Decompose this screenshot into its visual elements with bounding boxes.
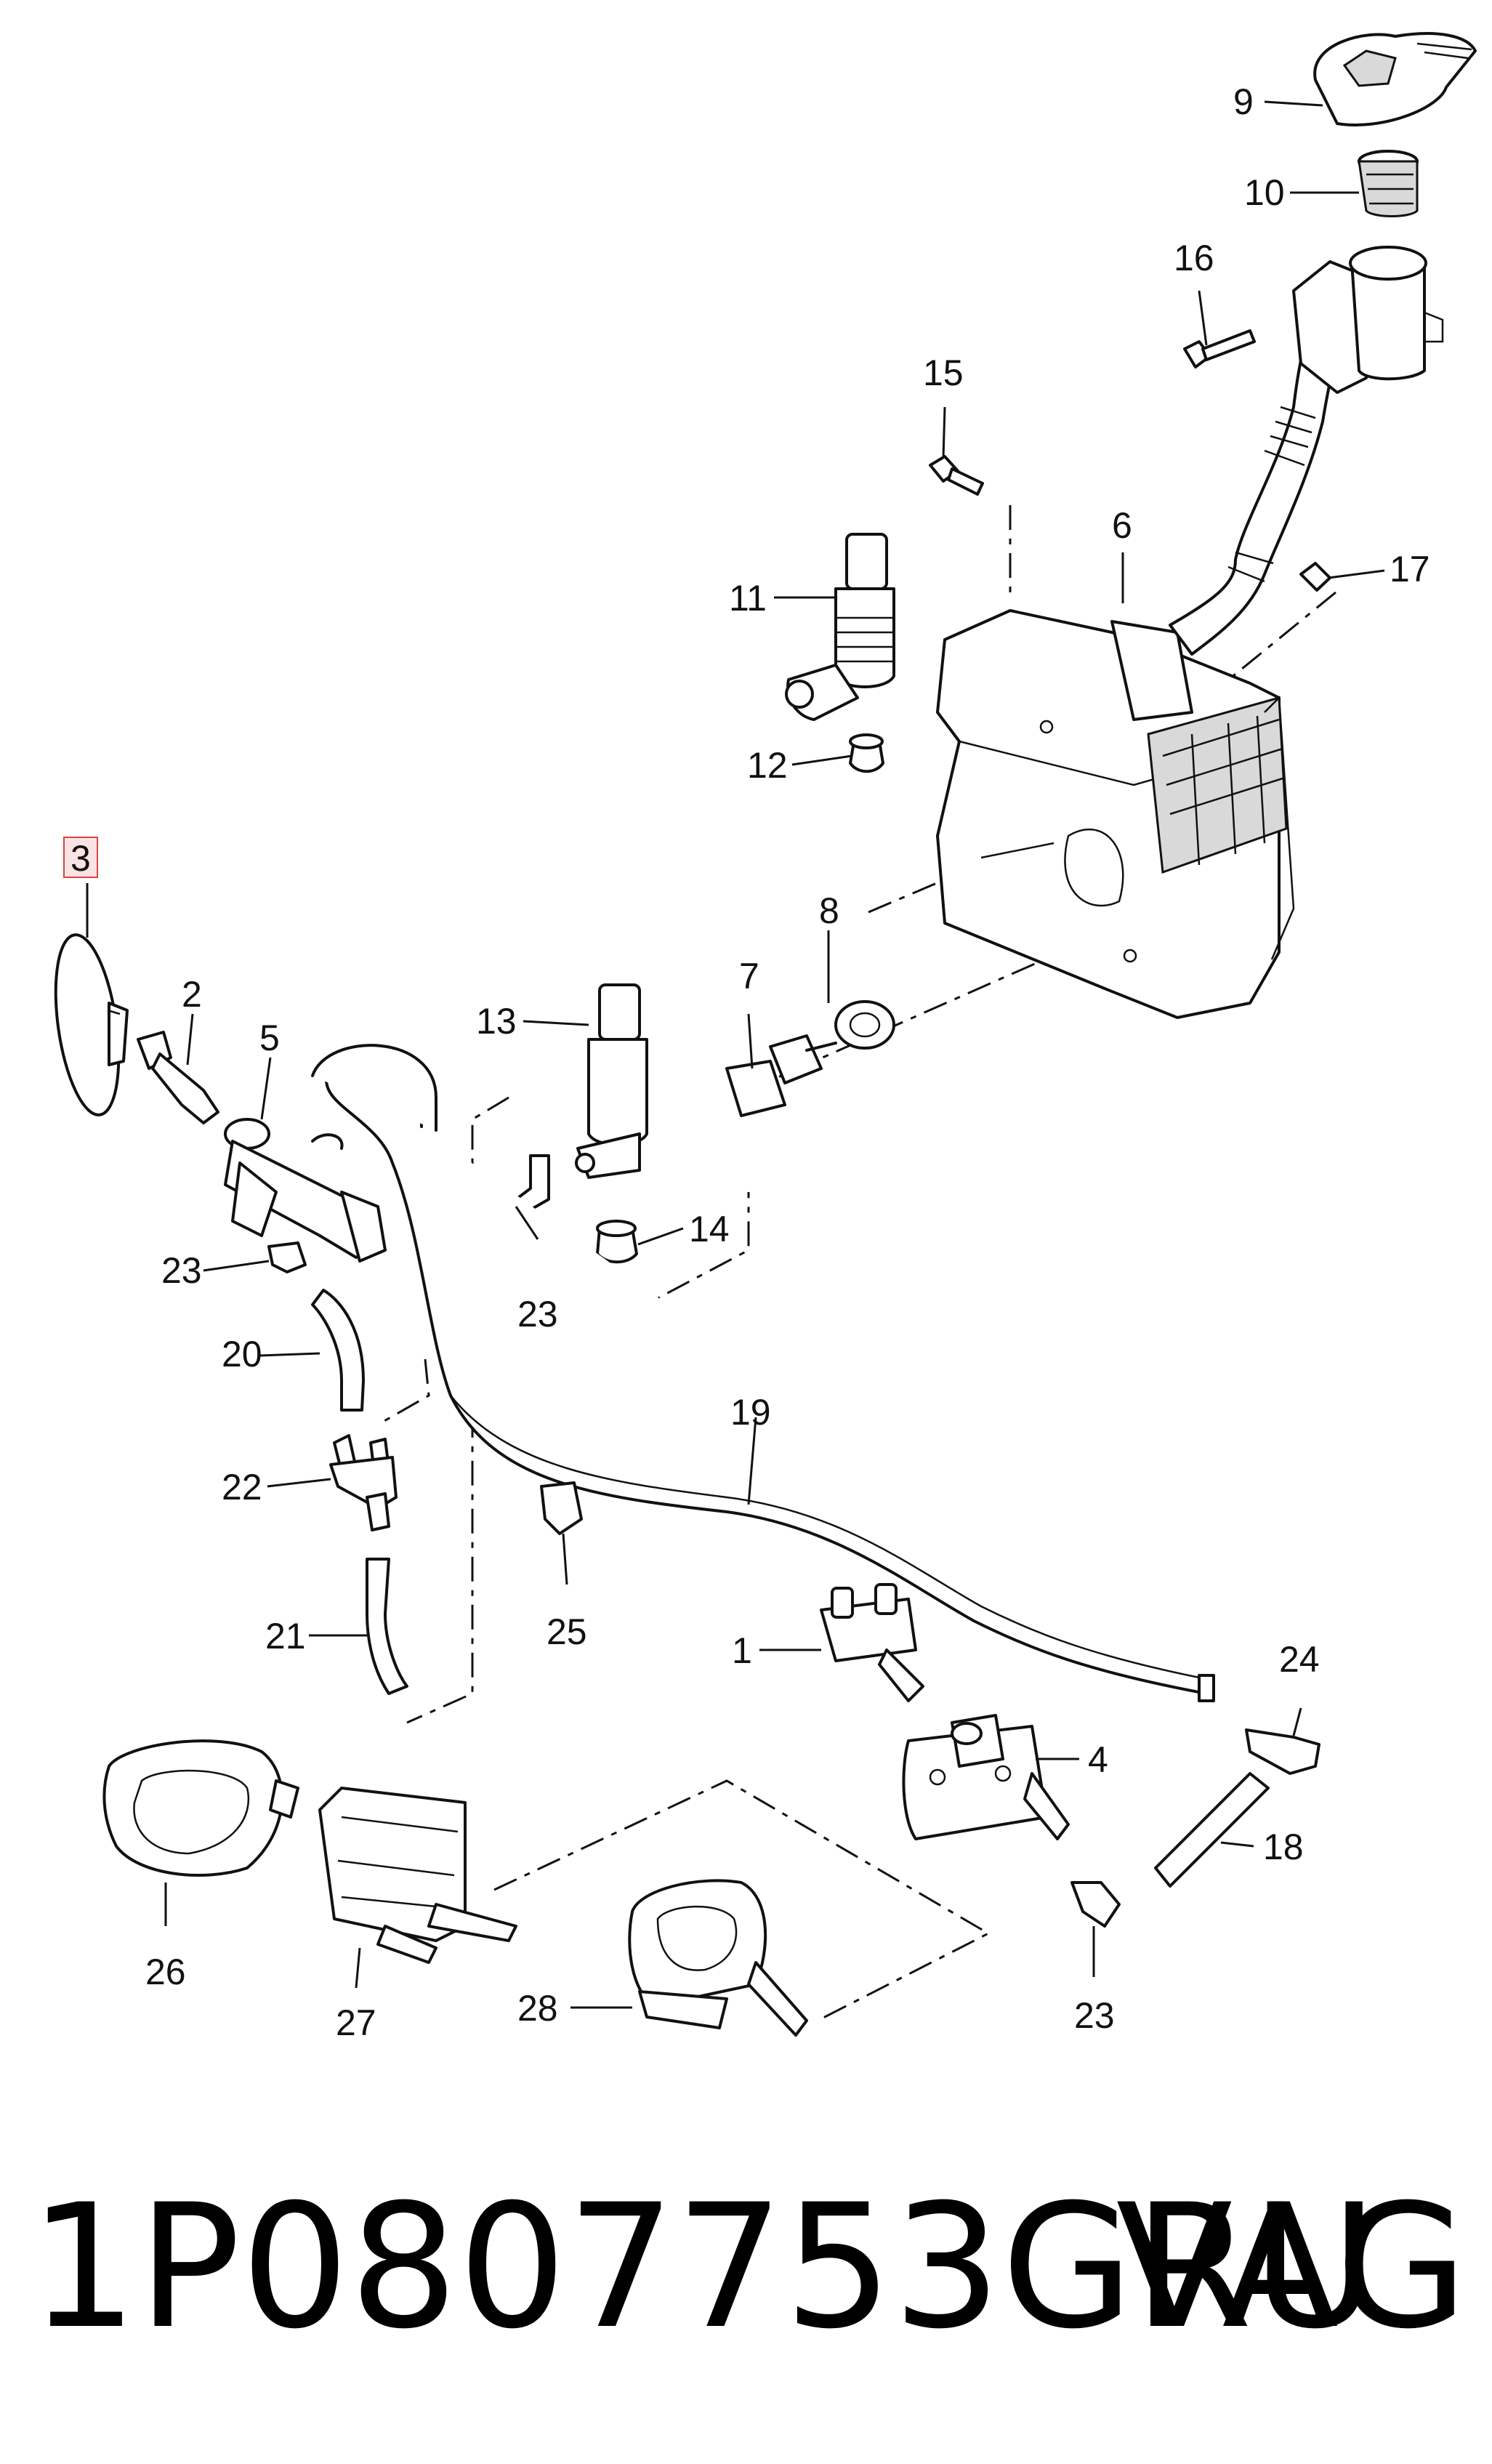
nozzle-cover-3 xyxy=(54,933,129,1116)
callout-4: 4 xyxy=(1088,1739,1108,1780)
callout-21: 21 xyxy=(265,1616,306,1656)
callout-23-left: 23 xyxy=(161,1250,202,1291)
callout-3: 3 xyxy=(70,838,91,879)
part-number: 1P0807753GRU xyxy=(29,2168,1378,2367)
bolt-16 xyxy=(1183,329,1256,369)
callout-6: 6 xyxy=(1112,505,1132,546)
filler-strainer xyxy=(1358,150,1419,217)
callout-10: 10 xyxy=(1244,172,1285,213)
connector-24 xyxy=(1245,1728,1320,1775)
callout-28: 28 xyxy=(517,1988,558,2029)
part-number-footer: 1P0807753GRU VAG xyxy=(29,2173,1468,2362)
connector-23-left xyxy=(267,1241,307,1273)
callout-16: 16 xyxy=(1174,238,1214,278)
leader-lines xyxy=(86,100,1385,2009)
hose-21 xyxy=(366,1558,408,1695)
washer-pump-4 xyxy=(902,1714,1070,1840)
callout-27: 27 xyxy=(336,2002,376,2043)
washer-pump-11 xyxy=(785,533,895,721)
seal-8 xyxy=(834,1000,895,1050)
callout-8: 8 xyxy=(819,890,839,931)
bolt-15 xyxy=(929,455,984,496)
washer-pump-13 xyxy=(575,983,648,1179)
callout-13: 13 xyxy=(476,1001,517,1042)
callout-11: 11 xyxy=(729,578,767,619)
level-sensor-7 xyxy=(725,1034,837,1117)
brand-name: VAG xyxy=(1116,2168,1468,2367)
callout-5: 5 xyxy=(259,1018,280,1058)
nut-17 xyxy=(1299,562,1331,592)
callout-12: 12 xyxy=(747,745,788,786)
callouts: 9 10 16 15 6 17 11 12 8 7 13 14 3 2 5 23… xyxy=(63,81,1430,2043)
callout-3-highlight xyxy=(63,837,98,878)
callout-23-mid: 23 xyxy=(517,1294,558,1334)
callout-22: 22 xyxy=(222,1467,262,1507)
callout-7: 7 xyxy=(739,956,759,997)
bracket-27 xyxy=(318,1787,517,1964)
grommet-12 xyxy=(849,733,884,773)
check-valve-1 xyxy=(820,1583,924,1702)
callout-26: 26 xyxy=(145,1952,186,1992)
callout-24: 24 xyxy=(1279,1639,1320,1680)
telescopic-cylinder-5 xyxy=(224,1118,387,1263)
callout-17: 17 xyxy=(1390,549,1430,589)
callout-19: 19 xyxy=(730,1392,771,1433)
washer-reservoir xyxy=(936,609,1295,1019)
hose-20 xyxy=(311,1289,365,1412)
callout-20: 20 xyxy=(222,1334,262,1374)
filler-neck-assembly xyxy=(1169,246,1444,656)
callout-9: 9 xyxy=(1233,81,1254,122)
washer-nozzle-2 xyxy=(137,1031,219,1124)
callout-23-right: 23 xyxy=(1074,1995,1115,2036)
main-hose-19 xyxy=(311,1044,1215,1702)
callout-15: 15 xyxy=(923,353,964,393)
callout-1: 1 xyxy=(732,1630,752,1671)
grommet-14 xyxy=(596,1220,638,1264)
callout-18: 18 xyxy=(1263,1827,1304,1867)
callout-25: 25 xyxy=(547,1611,587,1652)
bracket-28 xyxy=(628,1879,808,2037)
t-piece-22 xyxy=(329,1434,398,1531)
connector-23-right xyxy=(1070,1881,1121,1928)
bracket-26 xyxy=(102,1739,299,1877)
callout-14: 14 xyxy=(689,1209,730,1249)
callout-2: 2 xyxy=(182,974,202,1015)
hose-18 xyxy=(1154,1772,1270,1888)
filler-cap xyxy=(1313,32,1477,126)
clip-25 xyxy=(540,1481,583,1535)
